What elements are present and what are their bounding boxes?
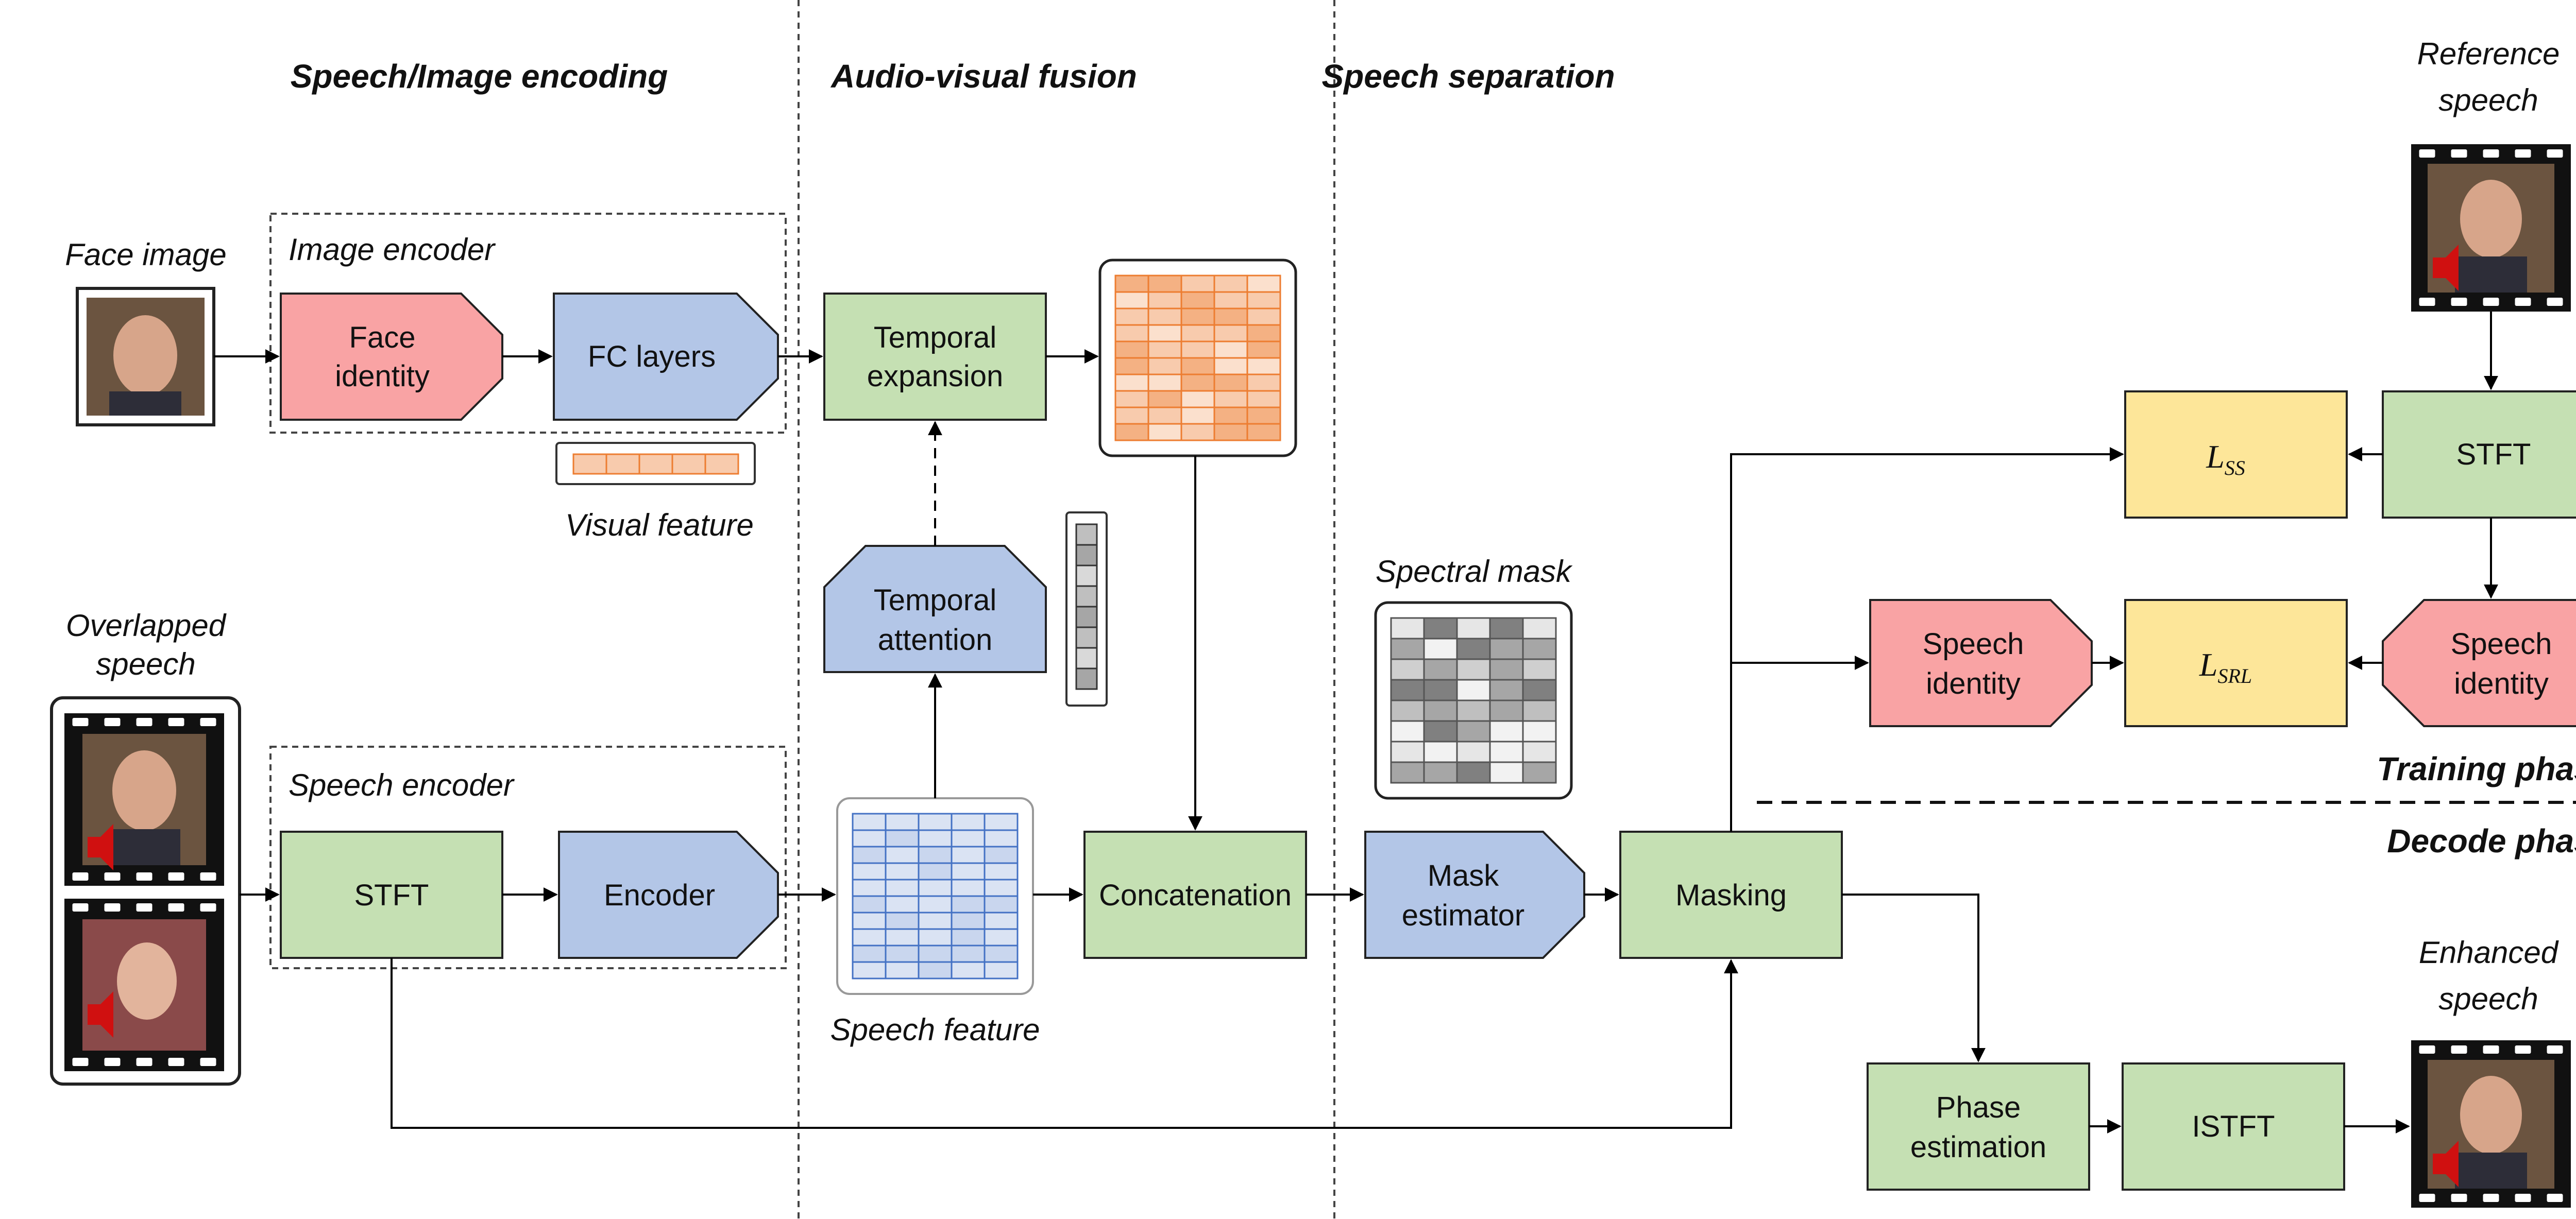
visual-feature-vector: [555, 442, 756, 485]
reference-speech-video: [2411, 144, 2571, 312]
masking-block: [1619, 831, 1843, 959]
section-title-fusion: Audio-visual fusion: [830, 58, 1137, 95]
training-phase-label: Training phase.: [2377, 750, 2576, 787]
temporal-attention-label-line2: attention: [878, 623, 993, 657]
expanded-visual-feature-matrix: [1098, 259, 1297, 457]
speech-feature-matrix: [836, 797, 1034, 995]
speech-identity-left-block: [1869, 599, 2093, 727]
loss-ss-block: [2124, 390, 2348, 519]
speech-stft-label: STFT: [354, 879, 429, 912]
face-identity-label-line1: Face: [349, 321, 416, 354]
masking-label: Masking: [1675, 879, 1787, 912]
istft-block: [2122, 1062, 2345, 1191]
reference-speech-label-line1: Reference: [2417, 37, 2560, 71]
loss-srl-label: LSRL: [2199, 646, 2252, 688]
concatenation-block: [1083, 831, 1307, 959]
reference-speech-label-line2: speech: [2438, 83, 2538, 117]
visual-feature-label: Visual feature: [565, 508, 754, 542]
mask-estimator-label-line2: estimator: [1402, 899, 1525, 932]
temporal-expansion-label-line1: Temporal: [874, 321, 997, 354]
reference-stft-label: STFT: [2456, 438, 2531, 471]
temporal-expansion-block: [823, 293, 1047, 421]
temporal-attention-block: [823, 545, 1047, 673]
overlapped-speech-video: [50, 696, 241, 1086]
mask-estimator-block: [1364, 831, 1585, 959]
phase-estimation-label-line2: estimation: [1910, 1130, 2046, 1164]
speech-stft-block: [280, 831, 503, 959]
spectral-mask-label: Spectral mask: [1376, 554, 1573, 589]
speech-identity-right-label-line1: Speech: [2451, 627, 2552, 661]
connections: [214, 312, 2498, 1134]
speech-identity-right-block: [2382, 599, 2576, 727]
overlapped-speech-label-line1: Overlapped: [66, 608, 227, 643]
concatenation-label: Concatenation: [1099, 879, 1292, 912]
phase-estimation-label-line1: Phase: [1936, 1091, 2021, 1124]
section-title-encoding: Speech/Image encoding: [291, 58, 668, 95]
face-identity-label-line2: identity: [335, 359, 430, 393]
fc-layers-label: FC layers: [588, 340, 716, 373]
istft-label: ISTFT: [2192, 1110, 2275, 1143]
loss-srl-block: [2124, 599, 2348, 727]
image-encoder-title: Image encoder: [289, 232, 496, 267]
reference-stft-block: [2382, 390, 2576, 519]
decode-phase-label: Decode phase.: [2387, 822, 2576, 860]
speech-encoder-title: Speech encoder: [289, 768, 515, 802]
loss-ss-label: LSS: [2206, 438, 2245, 479]
attention-weights-vector: [1065, 511, 1108, 707]
speech-feature-label: Speech feature: [831, 1012, 1040, 1047]
speech-identity-left-label-line2: identity: [1926, 667, 2021, 700]
speech-encoder-block: [558, 831, 779, 959]
mask-estimator-label-line1: Mask: [1428, 859, 1500, 892]
overlapped-speech-label-line2: speech: [96, 647, 195, 681]
fc-layers-block: [553, 293, 779, 421]
speech-identity-left-label-line1: Speech: [1923, 627, 2024, 661]
section-title-separation: Speech separation: [1321, 58, 1615, 95]
speech-encoder-label: Encoder: [604, 879, 715, 912]
face-image-thumbnail: [76, 287, 215, 426]
phase-estimation-block: [1867, 1062, 2090, 1191]
temporal-attention-label-line1: Temporal: [874, 583, 997, 617]
enhanced-speech-video: [2411, 1040, 2571, 1208]
face-image-label: Face image: [65, 237, 226, 272]
temporal-expansion-label-line2: expansion: [867, 359, 1003, 393]
face-identity-block: [280, 293, 503, 421]
speech-identity-right-label-line2: identity: [2454, 667, 2549, 700]
spectral-mask-matrix: [1374, 601, 1573, 800]
enhanced-speech-label-line1: Enhanced: [2419, 935, 2559, 970]
enhanced-speech-label-line2: speech: [2438, 982, 2538, 1016]
